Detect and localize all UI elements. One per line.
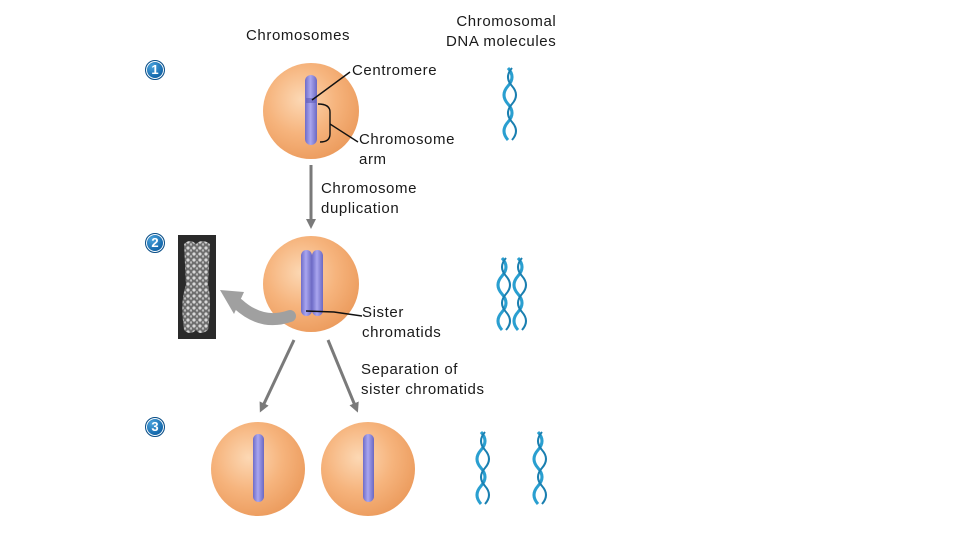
step-badge-2: 2 [145, 233, 165, 253]
separation-arrow-left [259, 339, 296, 413]
label-duplication: Chromosome duplication [321, 180, 418, 217]
dna-molecule-3-left [475, 431, 490, 505]
cell-step-3-left [211, 422, 305, 516]
sister-chromatid-left [301, 250, 312, 316]
label-chromosome-arm: Chromosome arm [359, 131, 456, 168]
centromere-leader [311, 71, 351, 101]
chromosome-micrograph [178, 235, 216, 339]
label-separation: Separation of sister chromatids [361, 361, 485, 398]
label-chromosomes: Chromosomes [246, 27, 351, 44]
step-badge-1: 1 [145, 60, 165, 80]
label-dna-molecules: Chromosomal DNA molecules [446, 13, 557, 50]
cell-step-2 [263, 236, 359, 332]
cell-step-3-right [321, 422, 415, 516]
dna-molecule-1 [502, 67, 517, 141]
label-centromere: Centromere [352, 62, 438, 79]
step-badge-3: 3 [145, 417, 165, 437]
separation-arrow-right [326, 339, 359, 413]
chromosome-arm-brace [317, 103, 331, 143]
chromosome-single [305, 75, 317, 145]
dna-molecule-2 [496, 257, 527, 331]
micrograph-arrow [232, 298, 296, 325]
label-sister-chromatids: Sister chromatids [362, 304, 442, 341]
sister-chromatids-leader [305, 310, 363, 317]
dna-molecule-3-right [532, 431, 547, 505]
sister-chromatid-right [312, 250, 323, 316]
cell-step-1 [263, 63, 359, 159]
